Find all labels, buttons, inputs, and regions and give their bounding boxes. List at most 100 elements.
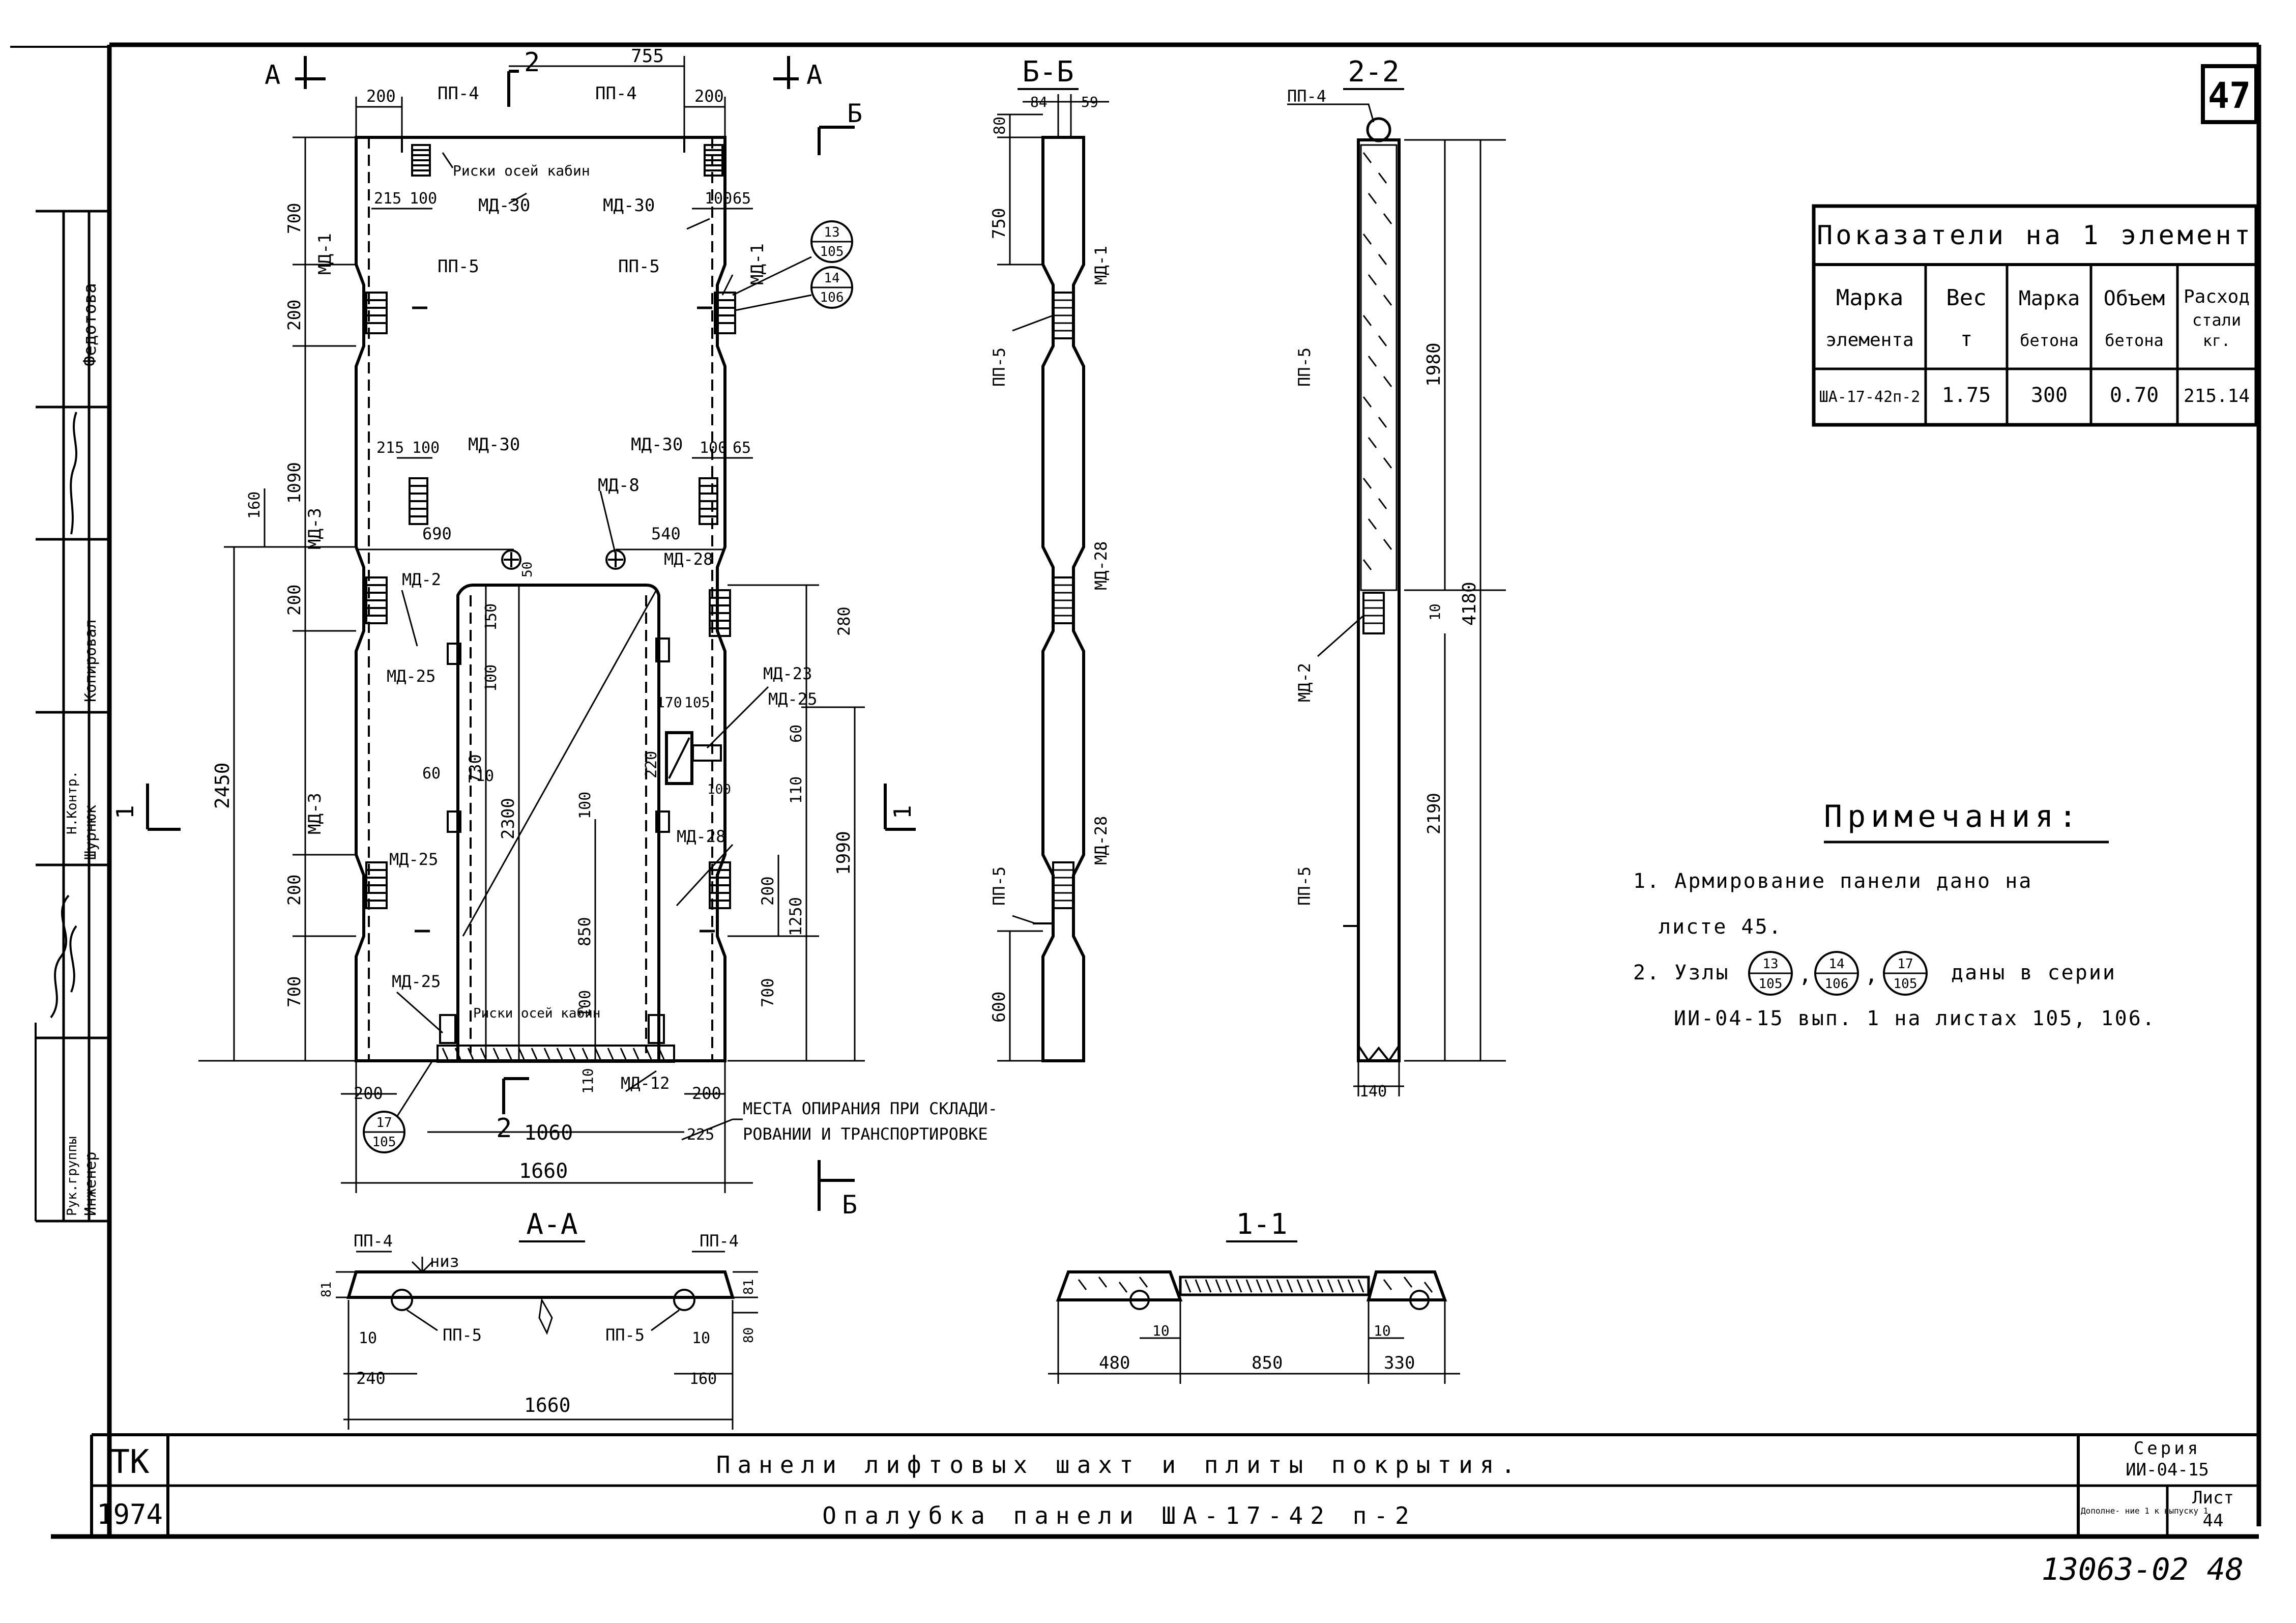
sheet-frame [10,42,2261,1539]
label-md25-a: МД-25 [387,666,435,686]
aa-dim-240: 240 [356,1369,386,1388]
hdr-volume-2: бетона [2105,331,2164,350]
node-17-num: 17 [1897,957,1913,972]
door-opening [456,584,660,1061]
hdr-concrete-1: Марка [2019,287,2080,310]
section-mark-a-right: А [806,60,822,91]
aa-dim-80: 80 [741,1327,757,1343]
label-md30-mid-right: МД-30 [631,434,683,455]
section-mark-a-left: А [265,60,280,91]
dim-170: 170 [656,694,682,711]
hdr-weight-2: т [1960,328,1972,351]
cell-element-mark: ША-17-42п-2 [1819,388,1921,406]
s22-dim-4180: 4180 [1459,582,1480,626]
note-1a: 1. Армирование панели дано на [1633,870,2032,893]
bb-label-md28-a: МД-28 [1091,541,1111,590]
s22-dim-10: 10 [1427,603,1443,621]
dim-bottom-200-left: 200 [354,1084,383,1103]
label-axis-risks-bottom: Риски осей кабин [473,1006,600,1021]
hdr-volume-1: Объем [2104,287,2165,310]
role-shurnyuk: Шурнюк [82,805,100,860]
aa-dim-1660: 1660 [524,1394,571,1416]
hdr-concrete-2: бетона [2020,331,2079,350]
signature-2 [50,894,77,1019]
section-11: 1-1 480 850 330 10 10 [1048,1208,1460,1384]
bb-label-pp5-b: ПП-5 [990,866,1009,906]
s11-dim-330: 330 [1384,1353,1415,1373]
bb-label-md1: МД-1 [1091,246,1111,285]
section-22-title: 2-2 [1348,55,1399,89]
tb-addition: Дополне- ние 1 к выпуску 1 [2081,1506,2208,1516]
dim-2450: 2450 [211,762,234,809]
hdr-steel-2: стали [2192,310,2241,330]
bb-dim-600: 600 [989,992,1009,1023]
panel-outline [355,136,726,1062]
section-markers [146,56,916,1211]
s22-dim-2190: 2190 [1424,793,1444,834]
s22-label-pp5-a: ПП-5 [1295,347,1314,387]
label-md2: МД-2 [402,570,441,589]
node-17-den: 105 [1894,976,1917,992]
dim-540: 540 [651,524,681,543]
dim-220: 220 [643,751,660,778]
role-fedotova: Федотова [80,283,100,366]
section-mark-2-bottom: 2 [496,1113,512,1144]
dim-60-a: 60 [422,765,441,782]
note-2a: 2. Узлы [1633,961,1730,984]
dim-65-b: 65 [733,439,751,457]
dim-60-b: 60 [788,724,805,743]
dim-1250: 1250 [786,897,805,936]
s22-dim-140: 140 [1359,1083,1387,1100]
cell-steel: 215.14 [2184,386,2250,407]
dim-100-e: 100 [482,664,500,692]
label-pp4-right: ПП-4 [595,83,637,104]
dim-10-a: 10 [476,767,494,785]
svg-text:,: , [1865,962,1878,988]
s22-label-pp4: ПП-4 [1287,86,1326,106]
dim-200-d: 200 [758,876,777,906]
callout-13-den: 105 [820,244,844,259]
note-1b: листе 45. [1659,915,1783,939]
node-14-num: 14 [1828,957,1844,972]
s22-label-pp5-b: ПП-5 [1295,866,1314,906]
s11-dim-10-right: 10 [1374,1322,1391,1339]
section-aa-title: А-А [526,1208,577,1241]
section-bb-title: Б-Б [1022,55,1073,89]
indicators-table: Показатели на 1 элемент Марка элемента В… [1812,204,2258,427]
dim-700-right: 700 [758,978,777,1007]
dim-700-bottom: 700 [284,976,305,1007]
label-md30-top-right: МД-30 [603,195,655,216]
notes-title: Примечания: [1824,799,2082,834]
aa-label-pp5-right: ПП-5 [605,1325,645,1345]
hdr-mark-2: элемента [1825,330,1913,351]
dim-50: 50 [520,562,535,577]
label-pp5-left: ПП-5 [438,256,479,277]
role-group-head: Рук.группы [65,1136,80,1216]
section-mark-b-bottom: Б [842,1190,857,1220]
s11-dim-480: 480 [1099,1353,1130,1373]
main-dimensions [198,56,865,1193]
dim-100-g: 100 [576,990,594,1018]
label-md1-left: МД-1 [315,233,335,275]
sheet-number: 47 [2208,75,2251,117]
dim-150: 150 [482,603,500,631]
bb-dim-59: 59 [1081,94,1098,110]
aa-label-pp4-left: ПП-4 [354,1231,393,1251]
label-md28-top: МД-28 [664,549,713,569]
main-dimension-values: 200 755 200 215 100 100 65 700 200 1090 … [211,46,998,1183]
dim-200-c: 200 [284,875,305,906]
role-ncontrol: Н.Контр. [65,771,80,834]
dim-top-200-left: 200 [366,86,396,106]
label-md25-d: МД-25 [392,972,441,991]
dim-700-top: 700 [284,203,305,234]
label-axis-risks-top: Риски осей кабин [453,162,590,179]
cell-weight: 1.75 [1942,384,1991,407]
dim-105: 105 [684,694,710,711]
main-elevation [355,136,736,1063]
cell-concrete-mark: 300 [2031,384,2068,407]
section-22: 2-2 1980 4180 10 2190 140 ПП-4 ПП-5 ПП-5… [1287,55,1506,1100]
dim-850: 850 [575,917,594,946]
tb-series-label: Серия [2134,1438,2201,1459]
s11-dim-850: 850 [1252,1353,1283,1373]
